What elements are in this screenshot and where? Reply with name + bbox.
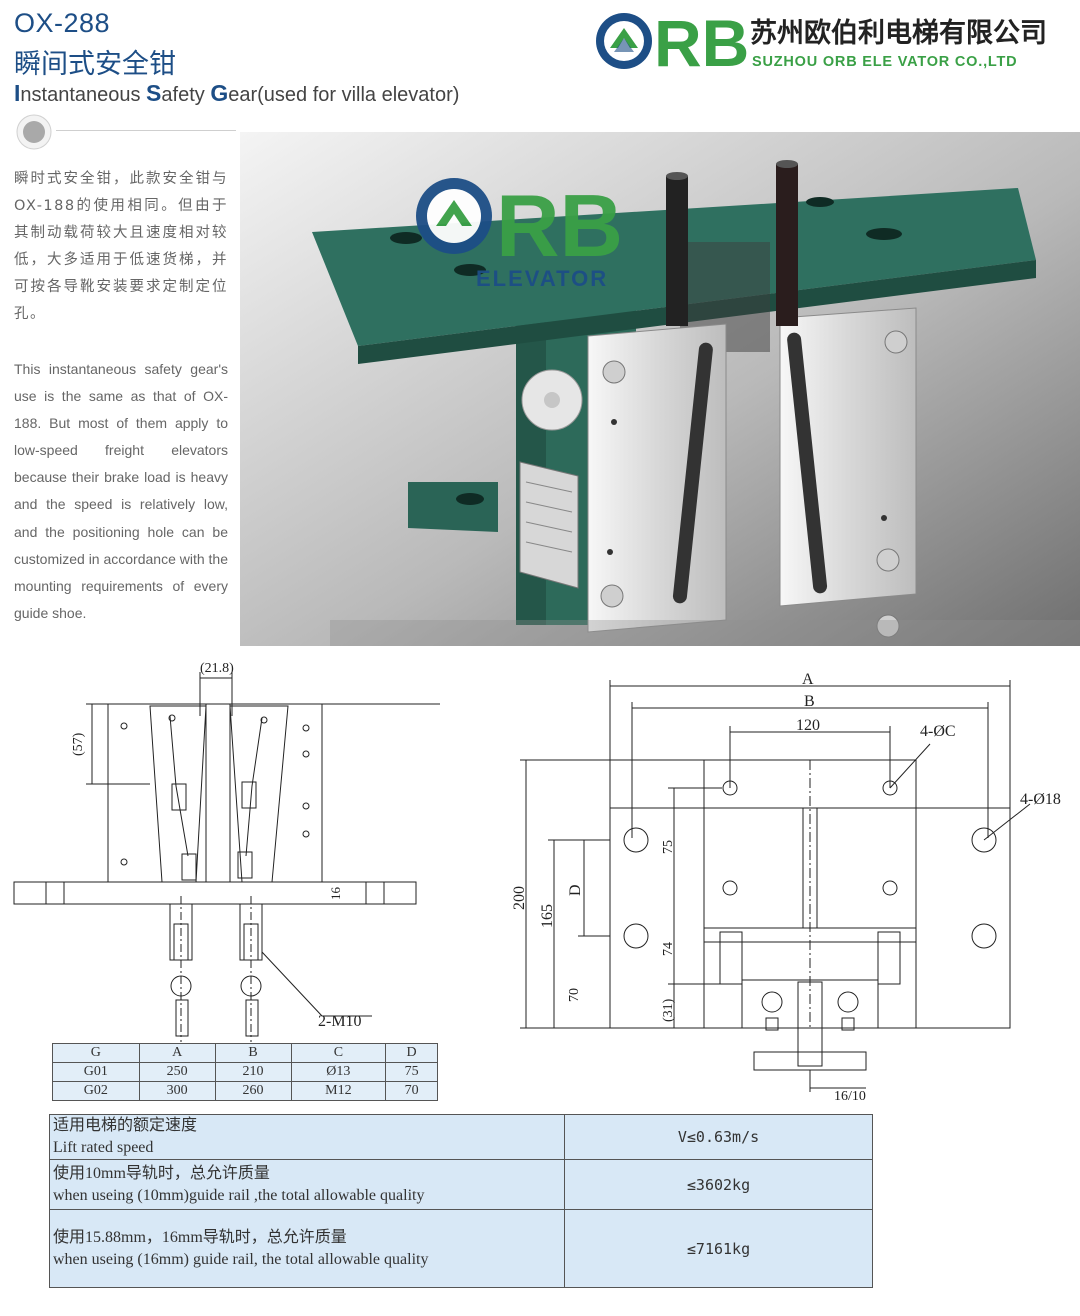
col-a: A bbox=[138, 1043, 216, 1063]
header-divider bbox=[56, 130, 236, 131]
company-logo: RB 苏州欧伯利电梯有限公司 SUZHOU ORB ELE VATOR CO.,… bbox=[590, 8, 1066, 74]
dim-57: (57) bbox=[71, 732, 86, 756]
dim-165: 165 bbox=[539, 904, 556, 928]
dim-120: 120 bbox=[796, 717, 820, 734]
bullet-circle-icon bbox=[16, 114, 52, 150]
cell: G01 bbox=[52, 1062, 140, 1082]
table-header-row: G A B C D bbox=[52, 1043, 438, 1063]
dim-31: (31) bbox=[661, 998, 676, 1022]
dim-150: 150 bbox=[439, 776, 440, 806]
watermark-subtitle: ELEVATOR bbox=[476, 266, 608, 291]
col-d: D bbox=[385, 1043, 438, 1063]
cell: 210 bbox=[214, 1062, 292, 1082]
spec-value: V≤0.63m/s bbox=[564, 1114, 873, 1160]
cell: 300 bbox=[138, 1081, 216, 1101]
dim-200: 200 bbox=[511, 886, 528, 910]
model-number: OX-288 bbox=[14, 8, 111, 38]
orb-logo-icon bbox=[596, 13, 652, 69]
size-table: G A B C D G01 250 210 Ø13 75 G02 300 260… bbox=[52, 1043, 438, 1101]
cell: 250 bbox=[138, 1062, 216, 1082]
cell: G02 bbox=[52, 1081, 140, 1101]
logo-letters: RB bbox=[654, 8, 749, 74]
col-b: B bbox=[214, 1043, 292, 1063]
dim-74: 74 bbox=[661, 942, 676, 956]
table-row: G02 300 260 M12 70 bbox=[52, 1081, 438, 1101]
hole-18-label: 4-Ø18 bbox=[1020, 791, 1061, 808]
cell: M12 bbox=[290, 1081, 387, 1101]
front-view-drawing: A B 120 4-ØC 4-Ø18 200 165 D 75 74 70 (3… bbox=[511, 671, 1061, 1104]
dim-b: B bbox=[804, 693, 815, 710]
hole-c-label: 4-ØC bbox=[920, 723, 956, 740]
cell: Ø13 bbox=[290, 1062, 387, 1082]
company-name-en: SUZHOU ORB ELE VATOR CO.,LTD bbox=[752, 54, 1017, 70]
title-english: Instantaneous Safety Gear(used for villa… bbox=[14, 80, 460, 106]
side-view-drawing: (21.8) (57) 150 16 2-M10 bbox=[13, 661, 440, 1042]
col-c: C bbox=[290, 1043, 387, 1063]
cell: 75 bbox=[385, 1062, 438, 1082]
description-english: This instantaneous safety gear's use is … bbox=[14, 361, 228, 621]
spec-value: ≤3602kg bbox=[564, 1159, 873, 1210]
product-photo: RB ELEVATOR bbox=[240, 132, 1080, 646]
col-g: G bbox=[52, 1043, 140, 1063]
watermark-logo: RB ELEVATOR bbox=[416, 176, 623, 291]
dim-75: 75 bbox=[661, 840, 676, 854]
table-row: G01 250 210 Ø13 75 bbox=[52, 1062, 438, 1082]
spec-value: ≤7161kg bbox=[564, 1209, 873, 1288]
dim-70: 70 bbox=[567, 988, 582, 1002]
watermark-letters: RB bbox=[496, 176, 623, 275]
dim-d: D bbox=[567, 884, 584, 896]
bolt-label: 2-M10 bbox=[318, 1013, 362, 1030]
cell: 70 bbox=[385, 1081, 438, 1101]
dim-16: 16 bbox=[328, 887, 343, 901]
cell: 260 bbox=[214, 1081, 292, 1101]
rail-size: 16/10 bbox=[834, 1089, 866, 1104]
title-chinese: 瞬间式安全钳 bbox=[14, 49, 176, 80]
dim-21-8: (21.8) bbox=[200, 661, 234, 676]
description-chinese: 瞬时式安全钳，此款安全钳与OX-188的使用相同。但由于其制动载荷较大且速度相对… bbox=[14, 171, 228, 322]
company-name-cn: 苏州欧伯利电梯有限公司 bbox=[750, 18, 1047, 49]
dim-a: A bbox=[802, 671, 814, 688]
